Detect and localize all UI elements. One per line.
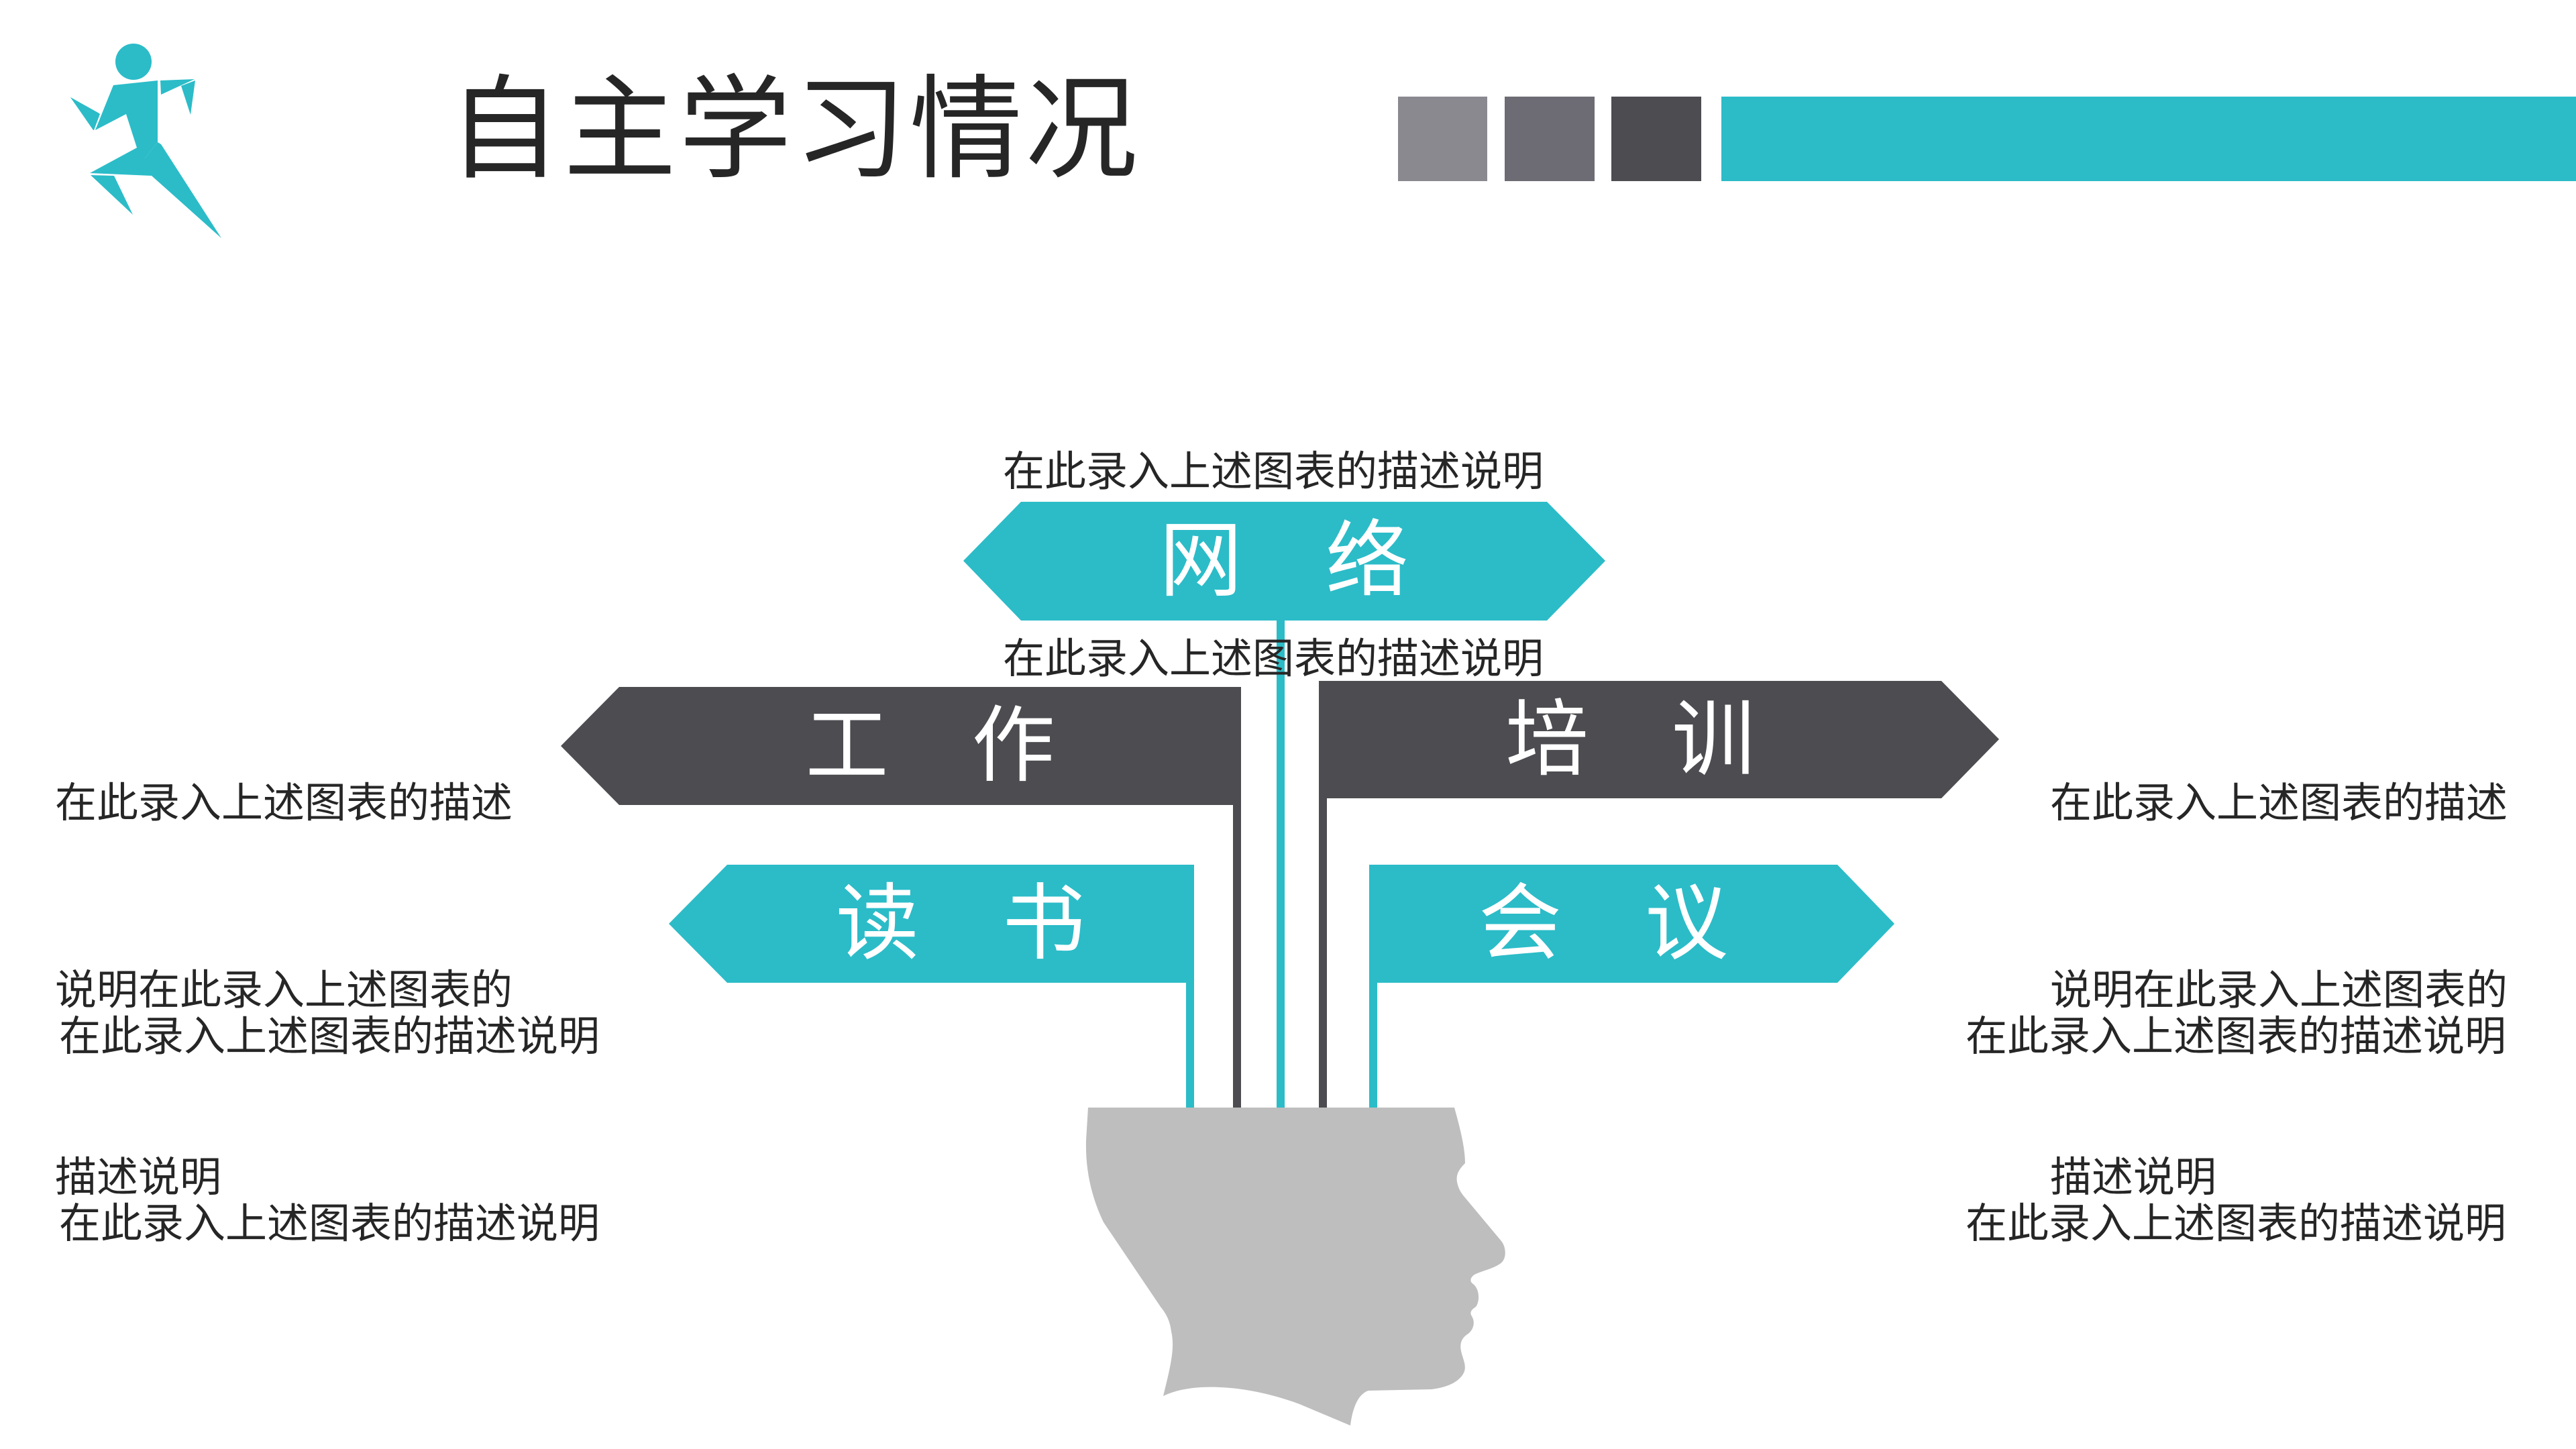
training-description: 在此录入上述图表的描述 说明在此录入上述图表的 描述说明 [2050,647,2508,1271]
description-line: 说明在此录入上述图表的 [55,965,513,1014]
sign-meeting-label[interactable]: 会 议 [1478,875,1728,972]
sign-network-shape [963,502,1605,621]
meeting-description: 在此录入上述图表的描述说明 在此录入上述图表的描述说明 [1966,880,2506,1317]
sign-meeting-shape [1369,865,1894,983]
pole-work [1233,802,1241,1110]
description-line: 在此录入上述图表的描述说明 [1966,1012,2507,1061]
description-line: 在此录入上述图表的描述 [55,778,513,827]
description-line: 说明在此录入上述图表的 [2050,965,2508,1014]
reading-description: 在此录入上述图表的描述说明 在此录入上述图表的描述说明 [59,880,600,1317]
sign-reading-shape [669,865,1194,983]
sign-network-label[interactable]: 网 络 [1159,513,1409,609]
pole-meeting [1369,979,1377,1110]
description-line: 在此录入上述图表的描述说明 [59,1012,600,1061]
sign-training-label[interactable]: 培 训 [1505,692,1755,788]
pole-network [1277,617,1285,1110]
description-line: 在此录入上述图表的描述说明 [1966,1199,2507,1248]
description-line: 描述说明 [55,1152,222,1201]
description-line: 描述说明 [2050,1152,2217,1201]
decor-square-3 [1611,97,1701,181]
head-silhouette-icon [1085,1108,1505,1426]
description-line: 在此录入上述图表的描述说明 [1003,634,1544,683]
description-line: 在此录入上述图表的描述说明 [59,1199,600,1248]
sign-reading-label[interactable]: 读 书 [835,875,1085,972]
description-line: 在此录入上述图表的描述 [2050,778,2508,827]
description-line: 在此录入上述图表的描述说明 [1003,447,1544,496]
network-description: 在此录入上述图表的描述说明 在此录入上述图表的描述说明 [1003,315,1544,752]
pole-reading [1186,979,1194,1110]
sign-work-shape [561,687,1241,805]
sign-training-shape [1319,681,1999,798]
sign-work-label[interactable]: 工 作 [805,698,1055,794]
pole-training [1319,795,1327,1110]
page-title: 自主学习情况 [448,64,1140,195]
work-description: 在此录入上述图表的描述 说明在此录入上述图表的 描述说明 [55,647,513,1271]
decor-square-2 [1505,97,1595,181]
decor-square-1 [1398,97,1487,181]
accent-bar [1721,97,2576,181]
